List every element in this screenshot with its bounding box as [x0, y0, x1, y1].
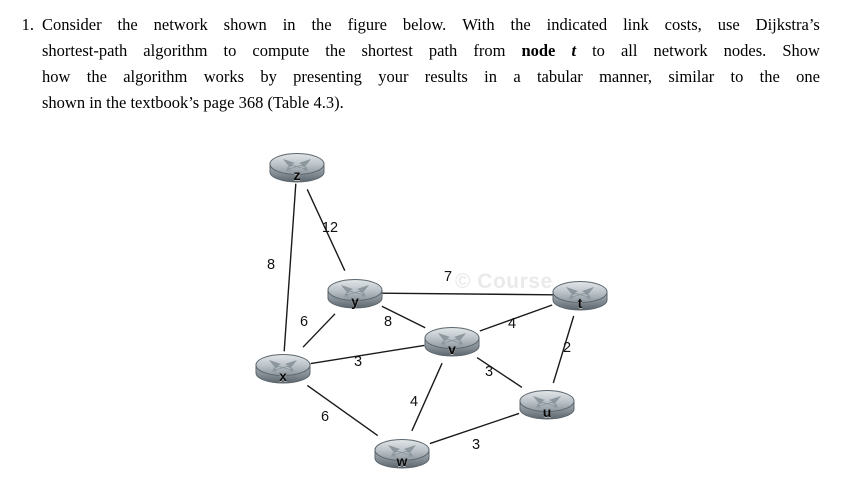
network-link — [479, 304, 553, 332]
router-arrows-icon — [533, 396, 561, 408]
link-cost-label: 12 — [321, 219, 339, 236]
network-link — [381, 292, 554, 296]
link-cost-label: 6 — [299, 313, 309, 330]
router-node-v: v — [423, 322, 481, 360]
router-top — [255, 354, 311, 376]
network-link — [306, 189, 346, 271]
router-arrows-icon — [283, 159, 311, 171]
router-arrows-icon — [438, 333, 466, 345]
link-cost-label: 4 — [409, 393, 419, 410]
network-link — [302, 313, 336, 348]
router-node-label: x — [279, 368, 287, 384]
link-cost-label: 4 — [507, 315, 517, 332]
router-node-t: t — [551, 276, 609, 314]
router-node-z: z — [268, 148, 326, 186]
link-cost-label: 8 — [266, 256, 276, 273]
network-link — [310, 344, 425, 365]
router-top — [327, 279, 383, 301]
router-node-x: x — [254, 349, 312, 387]
router-node-label: y — [351, 293, 359, 309]
router-icon — [255, 354, 311, 384]
router-icon — [327, 279, 383, 309]
network-link — [552, 315, 575, 384]
router-arrows-icon — [269, 360, 297, 372]
network-edges — [283, 183, 575, 445]
router-node-label: u — [542, 404, 552, 420]
link-cost-label: 6 — [320, 408, 330, 425]
router-icon — [269, 153, 325, 183]
router-arrows-icon — [566, 287, 594, 299]
link-cost-label: 3 — [471, 436, 481, 453]
network-link — [411, 362, 443, 432]
router-icon — [519, 390, 575, 420]
network-link — [476, 357, 523, 388]
router-node-y: y — [326, 274, 384, 312]
link-cost-label: 7 — [443, 268, 453, 285]
router-top — [424, 327, 480, 349]
router-top — [519, 390, 575, 412]
question-number: 1. — [21, 15, 34, 34]
router-node-label: z — [293, 167, 301, 183]
network-link — [381, 305, 426, 329]
question-line: shown in the textbook’s page 368 (Table … — [42, 93, 344, 112]
link-cost-label: 8 — [383, 313, 393, 330]
router-node-label: w — [396, 453, 408, 469]
router-icon — [374, 439, 430, 469]
network-link — [429, 412, 520, 445]
network-link — [283, 183, 297, 352]
network-link — [306, 384, 379, 437]
link-cost-label: 3 — [484, 363, 494, 380]
router-node-label: v — [448, 341, 456, 357]
router-top — [269, 153, 325, 175]
router-arrows-icon — [388, 445, 416, 457]
router-node-u: u — [518, 385, 576, 423]
router-arrows-icon — [341, 285, 369, 297]
link-cost-label: 2 — [562, 339, 572, 356]
router-icon — [424, 327, 480, 357]
router-top — [374, 439, 430, 461]
link-cost-label: 3 — [353, 353, 363, 370]
router-node-w: w — [373, 434, 431, 472]
router-node-label: t — [577, 295, 583, 311]
router-icon — [552, 281, 608, 311]
router-top — [552, 281, 608, 303]
